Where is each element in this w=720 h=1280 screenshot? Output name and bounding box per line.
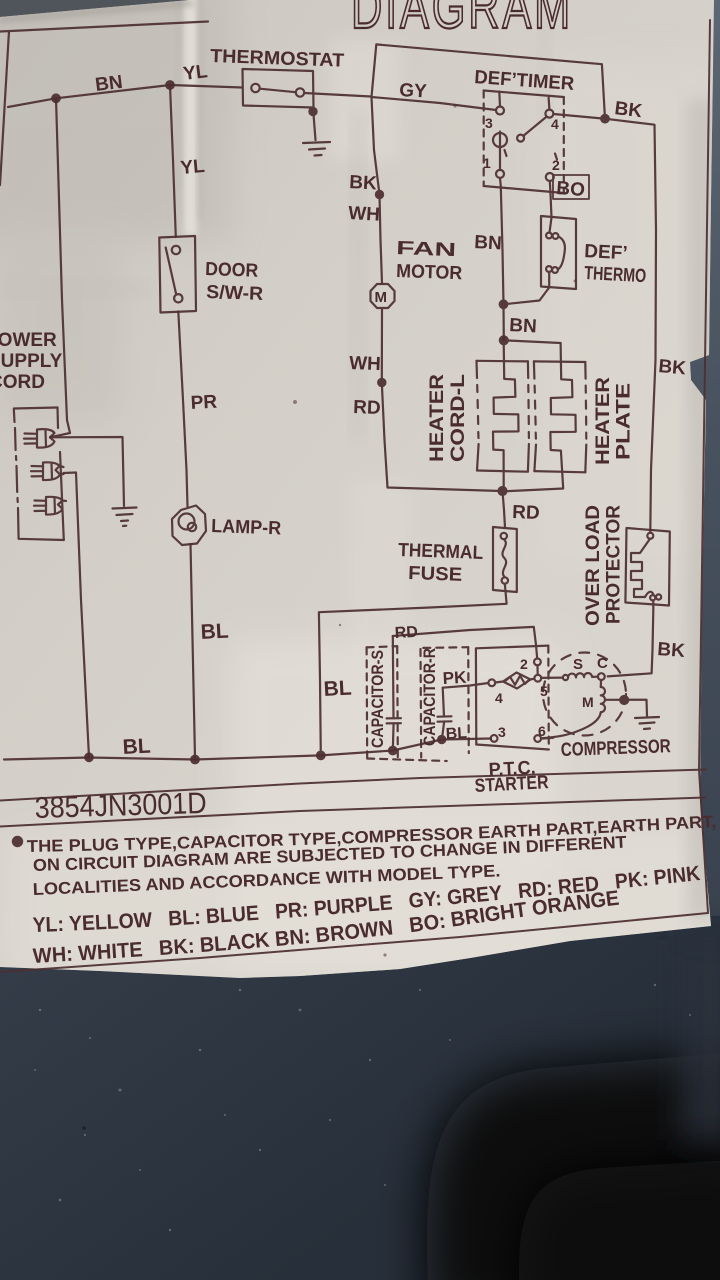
svg-text:FAN: FAN	[396, 238, 457, 261]
svg-text:WH: WH	[349, 353, 381, 375]
svg-text:OVER LOAD: OVER LOAD	[583, 505, 604, 626]
svg-text:M: M	[375, 289, 388, 306]
svg-text:3: 3	[485, 115, 493, 131]
svg-text:DEF’: DEF’	[584, 241, 628, 264]
svg-text:CORD-L: CORD-L	[448, 374, 469, 462]
svg-text:BK: BK	[349, 172, 378, 194]
svg-text:STARTER: STARTER	[474, 772, 549, 797]
svg-text:THERMO: THERMO	[584, 263, 647, 287]
svg-text:RD: RD	[512, 502, 540, 524]
svg-text:PLATE: PLATE	[614, 383, 635, 460]
svg-text:BK: BK	[657, 639, 686, 662]
svg-text:5: 5	[540, 683, 548, 699]
svg-text:P.T.C.: P.T.C.	[488, 758, 536, 781]
svg-text:BK: BK	[658, 356, 687, 379]
svg-text:COMPRESSOR: COMPRESSOR	[560, 736, 671, 761]
svg-text:THERMOSTAT: THERMOSTAT	[210, 46, 345, 72]
svg-text:2: 2	[552, 157, 560, 173]
svg-text:YL: YL	[180, 156, 206, 179]
svg-text:C: C	[597, 655, 608, 672]
svg-text:RD: RD	[353, 397, 381, 419]
svg-text:1: 1	[483, 155, 491, 171]
svg-text:THERMAL: THERMAL	[398, 540, 484, 564]
svg-text:YL: YL	[182, 61, 209, 85]
svg-text:4: 4	[551, 116, 559, 132]
svg-text:BL: BL	[445, 725, 467, 743]
svg-text:POWER: POWER	[0, 330, 57, 351]
svg-text:CAPACITOR-S: CAPACITOR-S	[368, 650, 387, 748]
svg-text:SUPPLY: SUPPLY	[0, 351, 63, 372]
svg-text:GY: GY	[399, 80, 428, 102]
svg-text:6: 6	[538, 723, 546, 739]
svg-text:RD: RD	[394, 624, 418, 642]
svg-text:4: 4	[495, 690, 503, 706]
svg-text:BL: BL	[200, 620, 229, 644]
svg-text:PR: PR	[190, 392, 218, 414]
svg-text:BL: BL	[122, 735, 151, 759]
svg-text:BN: BN	[509, 315, 538, 337]
svg-text:PROTECTOR: PROTECTOR	[604, 505, 625, 624]
svg-text:LAMP-R: LAMP-R	[211, 516, 282, 539]
svg-text:M: M	[582, 694, 594, 710]
svg-text:WH: WH	[348, 203, 381, 226]
svg-text:S: S	[573, 656, 583, 673]
svg-text:S/W-R: S/W-R	[206, 282, 264, 305]
svg-text:MOTOR: MOTOR	[396, 261, 463, 284]
svg-text:PK: PK	[442, 668, 467, 688]
svg-text:FUSE: FUSE	[408, 563, 463, 586]
svg-text:CORD: CORD	[0, 372, 45, 393]
svg-text:BK: BK	[613, 98, 643, 122]
svg-text:DOOR: DOOR	[205, 259, 259, 282]
svg-text:BN: BN	[474, 232, 503, 254]
svg-text:HEATER: HEATER	[427, 374, 448, 462]
svg-text:3854JN3001D: 3854JN3001D	[34, 787, 207, 825]
svg-text:HEATER: HEATER	[593, 377, 614, 465]
svg-text:BL: BL	[323, 677, 352, 701]
svg-text:DIAGRAM: DIAGRAM	[351, 0, 573, 42]
svg-text:2: 2	[520, 656, 528, 672]
svg-text:CAPACITOR-R: CAPACITOR-R	[420, 648, 439, 746]
svg-text:3: 3	[498, 724, 506, 740]
svg-text:BN: BN	[94, 72, 124, 96]
svg-text:BO: BO	[556, 178, 586, 201]
